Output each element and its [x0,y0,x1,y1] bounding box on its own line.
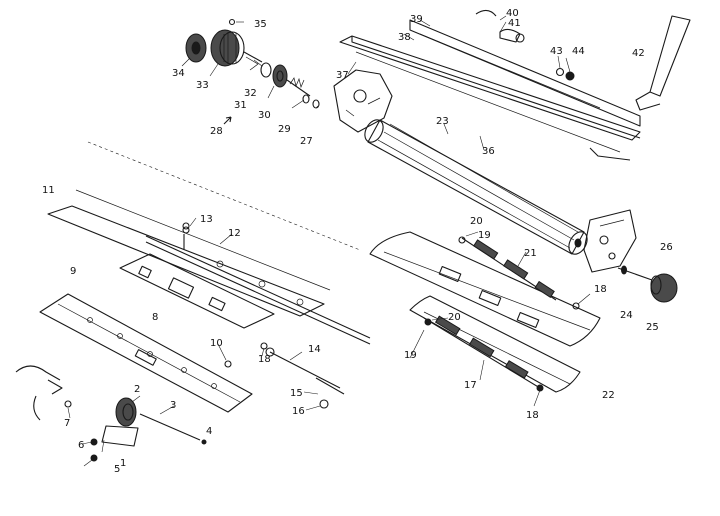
rail-shaft-12 [145,226,371,345]
callout-10: 10 [210,338,223,349]
callout-4: 4 [206,426,212,437]
pressure-roller-upper [458,236,580,310]
callout-3: 3 [170,400,176,411]
rear-bail-bar [339,19,641,161]
guide-rod-14 [265,347,345,395]
callout-20-b: 20 [448,312,461,323]
callout-labels: 1 2 3 4 5 6 7 8 9 10 11 12 13 14 15 16 1… [42,8,673,475]
callout-31: 31 [234,100,247,111]
callout-30: 30 [258,110,271,121]
callout-27: 27 [300,136,313,147]
callout-9: 9 [70,266,76,277]
leader-lines [67,15,591,467]
callout-17: 17 [464,380,477,391]
callout-33: 33 [196,80,209,91]
release-lever [635,15,691,111]
callout-1: 1 [120,458,126,469]
base-rail-9 [39,293,253,413]
spring-wire-7 [15,365,63,421]
callout-34: 34 [172,68,185,79]
callout-5: 5 [114,464,120,475]
paper-pan-lower [409,295,581,393]
callout-40: 40 [506,8,519,19]
callout-24: 24 [620,310,633,321]
bail-clip-parts [475,9,575,81]
callout-18-b: 18 [594,284,607,295]
callout-14: 14 [308,344,321,355]
callout-21: 21 [524,248,537,259]
left-side-bracket [333,69,393,133]
callout-11: 11 [42,185,55,196]
callout-15: 15 [290,388,303,399]
callout-26: 26 [660,242,673,253]
callout-37: 37 [336,70,349,81]
callout-18-c: 18 [526,410,539,421]
callout-19-a: 19 [478,230,491,241]
frame-plate-rear [47,141,361,317]
callout-18-a: 18 [258,354,271,365]
callout-29: 29 [278,124,291,135]
callout-42: 42 [632,48,645,59]
callout-7: 7 [64,418,70,429]
callout-32: 32 [244,88,257,99]
callout-43: 43 [550,46,563,57]
callout-44: 44 [572,46,585,57]
right-side-bracket [583,209,637,273]
platen-knob [617,265,678,303]
callout-6: 6 [78,440,84,451]
assembly-28-arrow [223,116,232,125]
callout-8: 8 [152,312,158,323]
callout-22: 22 [602,390,615,401]
belt-shaft-3 [139,413,207,445]
callout-20-a: 20 [470,216,483,227]
callout-41: 41 [508,18,521,29]
callout-12: 12 [228,228,241,239]
callout-36: 36 [482,146,495,157]
callout-28: 28 [210,126,223,137]
callout-2: 2 [134,384,140,395]
callout-39: 39 [410,14,423,25]
callout-16: 16 [292,406,305,417]
callout-38: 38 [398,32,411,43]
platen-knob-gear-assembly [185,18,320,109]
callout-19-b: 19 [404,350,417,361]
drive-pulley-2 [101,397,139,447]
callout-35: 35 [254,19,267,30]
paper-pan-upper [369,231,601,347]
pressure-roller-lower [423,315,544,392]
callout-23: 23 [436,116,449,127]
carrier-plate-8 [119,253,275,329]
callout-25: 25 [646,322,659,333]
callout-13: 13 [200,214,213,225]
